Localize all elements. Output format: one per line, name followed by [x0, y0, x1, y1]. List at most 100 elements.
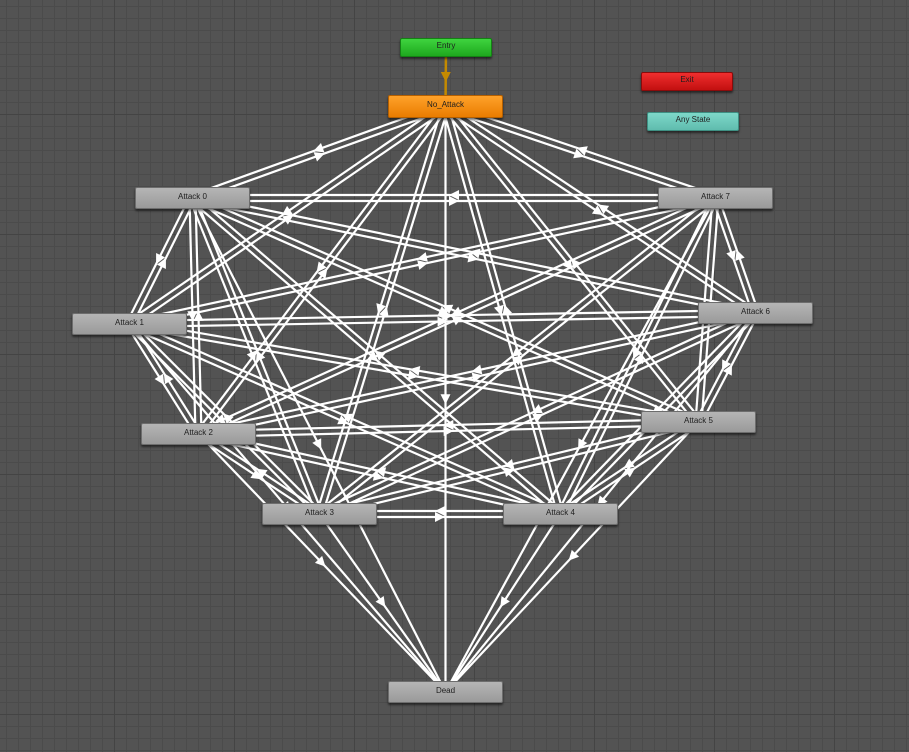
- attack-4-state-node[interactable]: Attack 4: [503, 503, 618, 525]
- attack-6-state-label: Attack 6: [741, 306, 770, 316]
- transition-attack-6-to-attack-5-arrow-icon: [722, 359, 732, 371]
- transition-attack-7-to-attack-0-arrow-icon: [449, 190, 459, 200]
- transition-attack-3-to-attack-7-arrow-icon: [512, 355, 524, 366]
- transition-attack-2-to-dead-arrow-icon: [314, 555, 326, 567]
- transition-attack-6-to-attack-7-arrow-icon: [735, 249, 745, 261]
- transition-attack-1-to-attack-2-arrow-icon: [154, 373, 165, 385]
- transition-attack-3-to-attack-5-arrow-icon: [503, 467, 515, 477]
- transition-attack-5-to-attack-3-arrow-icon: [503, 459, 515, 469]
- transition-attack-7-to-no-attack-arrow-icon: [576, 146, 588, 156]
- transition-attack-1-to-attack-7-arrow-icon: [417, 260, 429, 270]
- entry-state-node[interactable]: Entry: [400, 38, 492, 57]
- transition-attack-1-to-attack-4-arrow-icon: [337, 415, 349, 425]
- transition-attack-3-to-dead-arrow-icon: [375, 596, 386, 608]
- transition-attack-2-to-attack-7-arrow-icon: [451, 316, 463, 326]
- exit-state-node[interactable]: Exit: [641, 72, 733, 91]
- transition-attack-7-to-attack-3-arrow-icon: [511, 346, 523, 357]
- transition-attack-1-to-attack-3-arrow-icon: [215, 414, 226, 425]
- transition-no-attack-to-attack-1-arrow-icon: [281, 205, 293, 216]
- transition-attack-3-to-attack-4-arrow-icon: [435, 512, 445, 522]
- transition-arrows: [154, 71, 745, 608]
- transition-attack-5-to-attack-6-arrow-icon: [722, 364, 732, 376]
- attack-3-state-node[interactable]: Attack 3: [262, 503, 377, 525]
- transition-attack-6-to-no-attack-arrow-icon: [598, 204, 610, 215]
- transition-attack-4-to-attack-5-arrow-icon: [624, 467, 636, 478]
- no-attack-state-node[interactable]: No_Attack: [388, 95, 503, 118]
- transition-attack-4-to-attack-0-arrow-icon: [374, 350, 386, 361]
- transition-attack-1-to-no-attack-arrow-icon: [282, 214, 294, 225]
- transition-entry-to-no-attack-arrow-icon: [440, 71, 451, 82]
- transition-attack-6-to-attack-2-arrow-icon: [471, 364, 483, 375]
- transition-attack-0-to-dead-arrow-icon: [312, 438, 322, 450]
- attack-4-state-label: Attack 4: [546, 507, 575, 517]
- transition-attack-6-to-attack-0-arrow-icon: [469, 248, 481, 259]
- no-attack-state-label: No_Attack: [427, 100, 464, 109]
- transition-attack-5-to-attack-4-arrow-icon: [623, 458, 635, 469]
- transition-attack-2-to-attack-1-arrow-icon: [163, 373, 174, 385]
- transition-attack-2-to-attack-5-arrow-icon: [443, 426, 454, 437]
- transition-attack-3-to-attack-1-arrow-icon: [223, 413, 234, 424]
- transition-attack-0-to-attack-1-arrow-icon: [156, 252, 166, 265]
- transition-attack-2-to-attack-6-arrow-icon: [471, 372, 483, 383]
- transition-attack-2-to-attack-0-arrow-icon: [193, 310, 204, 322]
- attack-5-state-label: Attack 5: [684, 415, 713, 425]
- any-state-label: Any State: [675, 115, 711, 124]
- transition-attack-0-to-attack-4-arrow-icon: [367, 351, 379, 362]
- transition-attack-3-to-attack-6-arrow-icon: [532, 413, 544, 423]
- attack-0-state-node[interactable]: Attack 0: [135, 187, 250, 209]
- transition-no-attack-to-attack-2-arrow-icon: [316, 261, 327, 273]
- transition-attack-0-to-attack-7-arrow-icon: [449, 196, 459, 206]
- transition-attack-5-to-no-attack-arrow-icon: [571, 258, 582, 270]
- attack-0-state-label: Attack 0: [178, 191, 207, 201]
- attack-5-state-node[interactable]: Attack 5: [641, 411, 756, 433]
- attack-1-state-label: Attack 1: [115, 317, 144, 327]
- transition-attack-3-to-attack-0-arrow-icon: [256, 350, 266, 362]
- entry-state-label: Entry: [436, 41, 456, 50]
- transition-links: [125, 47, 760, 693]
- transition-no-attack-to-dead-arrow-icon: [440, 394, 451, 405]
- transition-no-attack-to-attack-7-arrow-icon: [573, 148, 585, 159]
- transition-attack-5-to-attack-2-arrow-icon: [443, 419, 454, 430]
- transition-attack-4-to-attack-2-arrow-icon: [375, 467, 387, 478]
- transition-attack-5-to-attack-0-arrow-icon: [442, 304, 454, 314]
- attack-3-state-label: Attack 3: [305, 507, 334, 517]
- transition-attack-5-to-dead-arrow-icon: [568, 549, 580, 561]
- transition-no-attack-to-attack-4-arrow-icon: [493, 304, 504, 316]
- transition-attack-4-to-attack-1-arrow-icon: [341, 413, 353, 423]
- transition-attack-7-to-attack-2-arrow-icon: [451, 306, 463, 316]
- exit-state-label: Exit: [680, 75, 694, 84]
- attack-2-state-label: Attack 2: [184, 427, 213, 437]
- transition-no-attack-to-attack-0-arrow-icon: [313, 143, 325, 153]
- transition-attack-7-to-attack-6-arrow-icon: [726, 250, 736, 262]
- transition-attack-1-to-attack-6-arrow-icon: [437, 316, 448, 327]
- transition-attack-2-to-attack-3-arrow-icon: [250, 469, 262, 480]
- transition-attack-1-to-attack-5-arrow-icon: [407, 370, 419, 381]
- transition-attack-0-to-attack-2-arrow-icon: [187, 310, 198, 322]
- attack-2-state-node[interactable]: Attack 2: [141, 423, 256, 445]
- dead-state-label: Dead: [435, 685, 456, 695]
- transition-attack-7-to-dead-arrow-icon: [578, 438, 588, 450]
- attack-7-state-label: Attack 7: [701, 191, 730, 201]
- transition-attack-4-to-attack-7-arrow-icon: [634, 352, 643, 365]
- transition-attack-0-to-attack-6-arrow-icon: [467, 252, 479, 263]
- transition-no-attack-to-attack-3-arrow-icon: [376, 303, 386, 315]
- transition-attack-0-to-attack-3-arrow-icon: [246, 350, 256, 362]
- attack-6-state-node[interactable]: Attack 6: [698, 302, 813, 324]
- attack-7-state-node[interactable]: Attack 7: [658, 187, 773, 209]
- transition-attack-7-to-attack-1-arrow-icon: [416, 252, 428, 262]
- transition-attack-3-to-no-attack-arrow-icon: [379, 306, 389, 318]
- transition-attack-2-to-no-attack-arrow-icon: [317, 268, 328, 280]
- transition-attack-4-to-dead-arrow-icon: [500, 596, 510, 608]
- transition-attack-6-to-attack-3-arrow-icon: [531, 404, 543, 414]
- attack-1-state-node[interactable]: Attack 1: [72, 313, 187, 335]
- transition-attack-1-to-attack-0-arrow-icon: [156, 257, 166, 270]
- transition-attack-2-to-attack-4-arrow-icon: [372, 470, 384, 481]
- transition-attack-0-to-no-attack-arrow-icon: [313, 152, 325, 162]
- dead-state-node[interactable]: Dead: [388, 681, 503, 703]
- transition-attack-6-to-attack-1-arrow-icon: [437, 310, 448, 321]
- transition-attack-3-to-attack-2-arrow-icon: [256, 468, 268, 479]
- any-state-node[interactable]: Any State: [647, 112, 739, 131]
- transition-no-attack-to-attack-6-arrow-icon: [591, 205, 603, 216]
- transition-no-attack-to-attack-5-arrow-icon: [562, 259, 573, 271]
- transition-attack-4-to-attack-3-arrow-icon: [435, 506, 445, 516]
